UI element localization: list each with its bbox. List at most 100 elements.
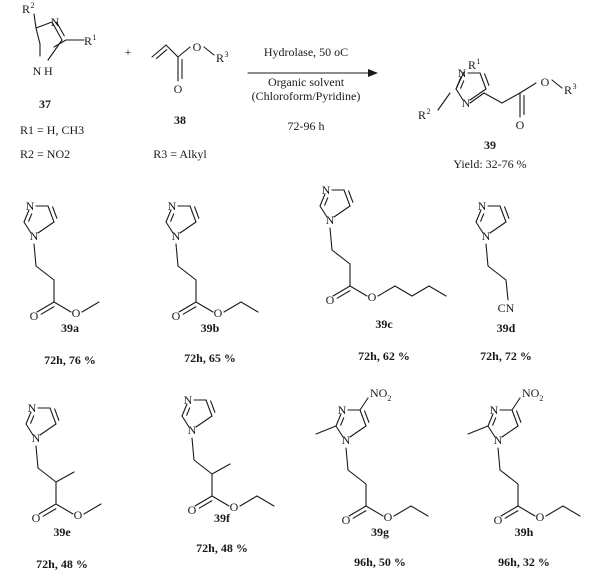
nitro-bond: [359, 397, 369, 411]
bond-line: [37, 221, 55, 234]
r-group-label: R: [84, 34, 92, 48]
bond-line: [51, 21, 63, 41]
bond-line: [25, 423, 34, 436]
time-condition: 72-96 h: [288, 119, 325, 133]
catalyst-condition: Hydrolase, 50 oC: [264, 45, 348, 59]
ester-oxygen-label: O: [384, 510, 393, 524]
carbonyl-oxygen-label: O: [516, 118, 525, 132]
double-bond-line: [194, 206, 200, 219]
bond-line: [335, 425, 344, 438]
bond-line: [331, 249, 351, 265]
bond-line: [53, 39, 67, 48]
ring-nitrogen-label: N: [26, 199, 35, 213]
atom-subscript-label: 2: [427, 107, 431, 116]
r1-definition: R1 = H, CH3: [20, 123, 84, 137]
methyl-branch-bond: [55, 471, 75, 483]
alkyl-chain-bond: [562, 505, 581, 517]
double-bond-line: [336, 290, 351, 299]
bond-line: [345, 447, 349, 471]
bond-line: [177, 46, 191, 58]
bond-line: [211, 495, 230, 507]
double-bond-line: [484, 73, 490, 86]
ring-nitrogen-label: N: [33, 64, 42, 78]
bond-line: [181, 403, 188, 417]
atom-subscript-label: 1: [477, 57, 481, 66]
ring-nitrogen-label: N: [326, 213, 335, 227]
product-yield-range: Yield: 32-76 %: [453, 157, 526, 171]
bond-line: [319, 193, 326, 207]
bond-line: [469, 88, 487, 101]
atom-subscript-label: 2: [539, 394, 543, 403]
bond-line: [37, 467, 57, 483]
bond-line: [194, 495, 213, 507]
methyl-bond: [315, 425, 337, 435]
bond-line: [55, 503, 74, 515]
ester-oxygen-label: O: [72, 306, 81, 320]
r-group-label: R: [22, 2, 30, 16]
ester-oxygen-label: O: [536, 510, 545, 524]
bond-line: [519, 82, 537, 94]
reaction-arrow-head: [368, 69, 378, 77]
double-bond-line: [186, 407, 191, 416]
ring-nitrogen-label: N: [338, 403, 347, 417]
carbonyl-oxygen-label: O: [32, 511, 41, 525]
bond-line: [365, 505, 384, 517]
bond-line: [329, 227, 333, 251]
bond-line: [499, 205, 507, 223]
compound-yield: 72h, 72 %: [480, 349, 532, 363]
alkyl-chain-bond: [240, 301, 259, 313]
bond-line: [179, 221, 197, 234]
bond-line: [195, 301, 214, 313]
ring-nitrogen-label: N: [188, 423, 197, 437]
double-bond-line: [52, 206, 58, 219]
bond-line: [319, 205, 328, 218]
bond-line: [195, 415, 213, 428]
ring-nitrogen-label: N: [322, 183, 331, 197]
bond-line: [497, 447, 501, 471]
double-bond-line: [40, 306, 55, 315]
carbonyl-oxygen-label: O: [342, 513, 351, 527]
atom-subscript-label: 3: [573, 82, 577, 91]
bond-line: [205, 399, 213, 417]
bond-line: [343, 189, 351, 207]
double-bond-line: [30, 415, 35, 424]
ester-oxygen-label: O: [368, 290, 377, 304]
compound-number: 39f: [214, 511, 231, 525]
compound-number: 39d: [497, 321, 516, 335]
double-bond-line: [182, 306, 197, 315]
bond-line: [479, 72, 487, 90]
alkyl-chain-bond: [83, 503, 102, 515]
nitro-bond: [511, 397, 521, 411]
methyl-bond: [467, 425, 489, 435]
bond-line: [348, 505, 367, 517]
carbonyl-oxygen-label: O: [494, 513, 503, 527]
bond-line: [35, 445, 39, 469]
double-bond-line: [170, 213, 175, 222]
double-bond-line: [492, 417, 497, 426]
ester-oxygen-label: O: [74, 508, 83, 522]
double-bond-line: [198, 500, 213, 509]
nitro-group-label: NO: [522, 386, 540, 400]
bond-line: [455, 88, 464, 101]
bond-line: [23, 221, 32, 234]
bond-line: [332, 285, 351, 297]
methyl-branch-bond: [211, 463, 231, 475]
alkyl-chain-bond: [428, 285, 447, 297]
double-bond-line: [324, 197, 329, 206]
compound-yield: 72h, 76 %: [44, 353, 96, 367]
solvent-detail-condition: (Chloroform/Pyridine): [252, 89, 361, 103]
alkyl-chain-bond: [223, 301, 242, 313]
atom-subscript-label: 2: [387, 394, 391, 403]
ring-nitrogen-label: N: [342, 433, 351, 447]
compound-number: 39h: [515, 525, 534, 539]
ring-nitrogen-label: N: [184, 393, 193, 407]
r2-definition: R2 = NO2: [20, 147, 70, 161]
alkyl-chain-bond: [411, 285, 430, 297]
double-bond-line: [348, 190, 354, 203]
double-bond-line: [54, 408, 60, 421]
ring-nitrogen-label: N: [51, 15, 60, 29]
plus-sign: +: [125, 45, 132, 59]
compound-yield: 96h, 50 %: [354, 555, 406, 569]
bond-line: [33, 13, 37, 29]
atom-subscript-label: 3: [225, 50, 229, 59]
